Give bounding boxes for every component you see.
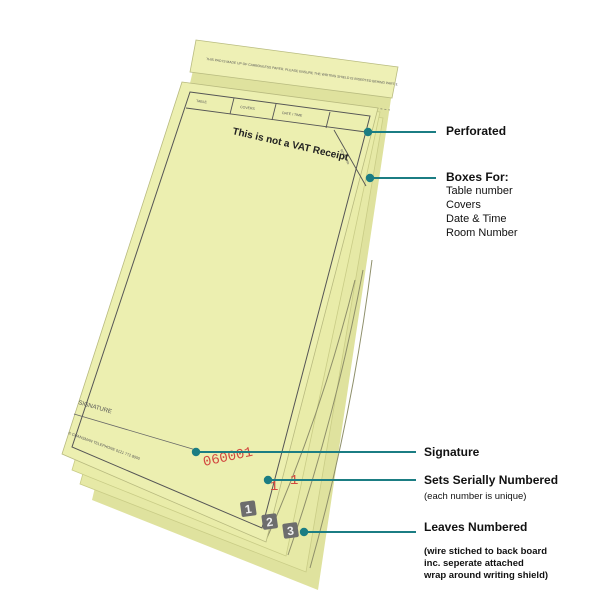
pointer-dot-serial: [263, 475, 273, 485]
callout-signature: Signature: [424, 445, 479, 459]
box-label-date: DATE / TIME: [282, 111, 303, 118]
callout-pointers: [191, 127, 436, 537]
sheet-edge-curve-3: [309, 259, 373, 569]
leaf-number-2: 2: [261, 513, 278, 530]
signature-line: [73, 413, 197, 451]
header-box-line: [185, 107, 367, 133]
callout-leaves-note: inc. seperate attached: [424, 558, 524, 569]
callout-boxes-item: Table number: [446, 185, 513, 197]
leaf-number-1-text: 1: [244, 502, 253, 517]
pointer-dot-leaves: [299, 527, 309, 537]
box-divider-1: [229, 97, 235, 115]
leaf-numbers: 1 2 3: [240, 500, 299, 539]
callout-serial-note: (each number is unique): [424, 491, 527, 502]
callout-boxes-item: Covers: [446, 199, 481, 211]
pointer-dot-perforated: [363, 127, 373, 137]
leaf-number-2-text: 2: [265, 515, 274, 530]
callout-boxes-item: Room Number: [446, 227, 518, 239]
callout-boxes: Boxes For: Table number Covers Date & Ti…: [446, 170, 518, 240]
leaf-number-3-box: [282, 522, 299, 539]
callout-boxes-title: Boxes For:: [446, 170, 509, 184]
top-strip: [189, 39, 399, 99]
front-sheet: TABLE COVERS DATE / TIME ROOM No. This i…: [61, 81, 379, 543]
front-sheet-border: [71, 91, 371, 529]
callout-serial-title: Sets Serially Numbered: [424, 473, 559, 487]
callout-perforated: Perforated: [446, 124, 506, 138]
pointer-dot-boxes: [365, 173, 375, 183]
sheet-edge-curve-2: [287, 269, 364, 556]
pointer-dot-signature: [191, 447, 201, 457]
callout-perforated-title: Perforated: [446, 124, 507, 138]
callout-leaves-note: (wire stiched to back board: [424, 546, 547, 557]
callout-leaves-note: wrap around writing shield): [424, 570, 549, 581]
serial-digit-2: 1: [270, 479, 278, 495]
callout-signature-title: Signature: [424, 445, 480, 459]
callout-serial: Sets Serially Numbered (each number is u…: [424, 473, 558, 503]
leaf-number-3: 3: [282, 522, 299, 539]
leaf-number-1-box: [240, 500, 257, 517]
leaf-number-1: 1: [240, 500, 257, 517]
box-label-room: ROOM No.: [339, 149, 351, 166]
sheet-edge-curve-1: [265, 279, 356, 541]
front-sheet-paper: [61, 81, 379, 543]
leaf-number-3-text: 3: [286, 524, 295, 539]
box-divider-2: [271, 103, 277, 121]
leaf-number-2-box: [261, 513, 278, 530]
box-label-table: TABLE: [196, 99, 208, 104]
callout-leaves: Leaves Numbered (wire stiched to back bo…: [424, 520, 548, 582]
box-divider-3: [325, 111, 331, 129]
box-label-covers: COVERS: [240, 105, 256, 111]
callout-leaves-title: Leaves Numbered: [424, 520, 528, 534]
room-box-diagonal: [333, 129, 367, 187]
callout-boxes-item: Date & Time: [446, 213, 507, 225]
